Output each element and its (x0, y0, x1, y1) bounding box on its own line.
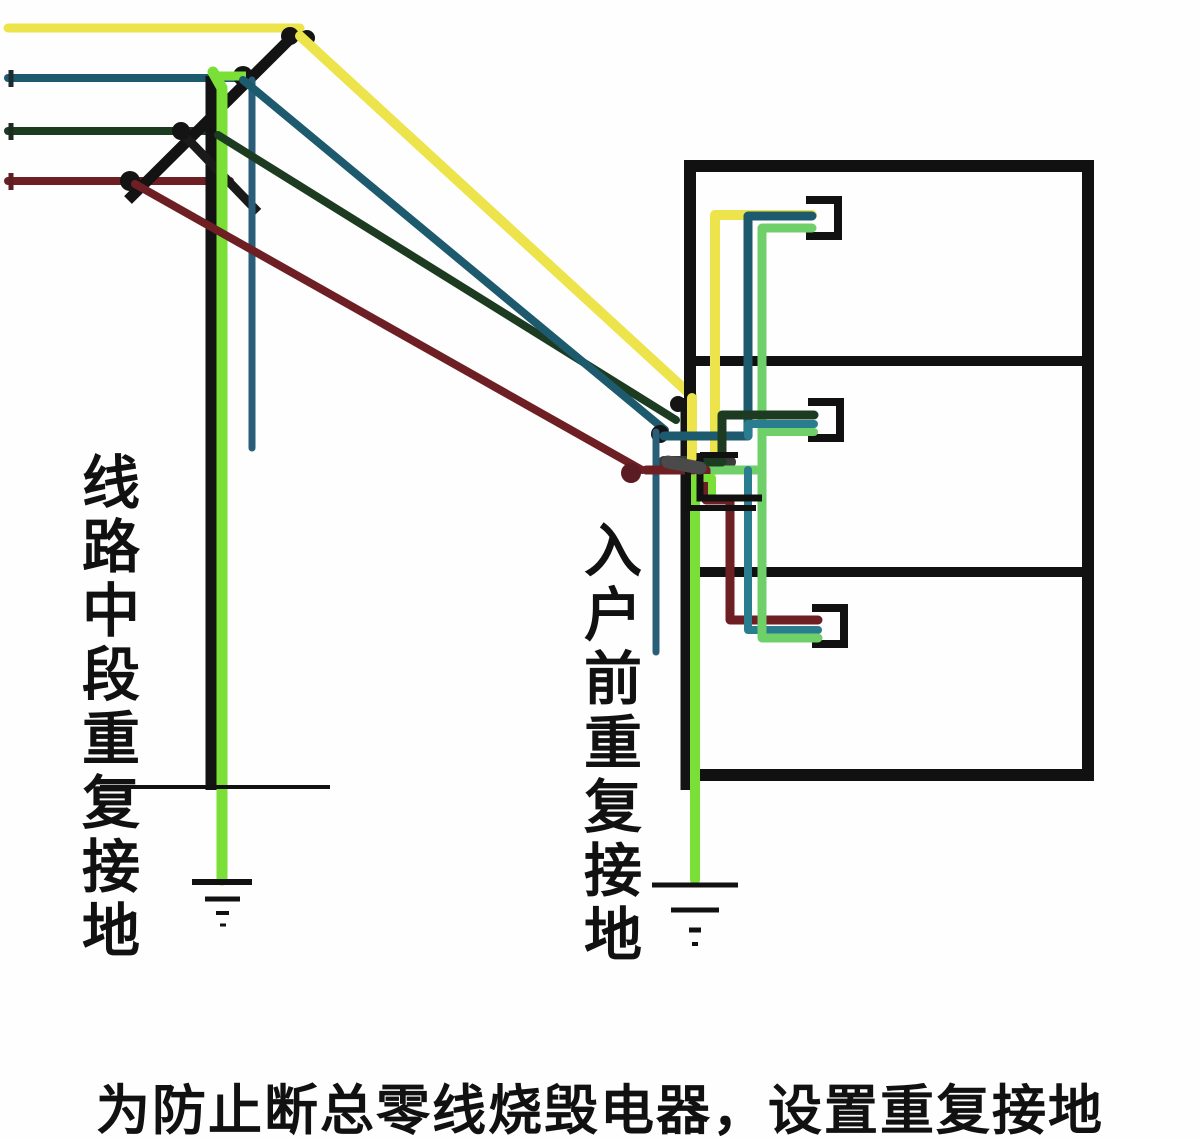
meter-boxes-group (806, 196, 848, 648)
right-ground-wire-group (652, 460, 738, 946)
riser-wires-group (641, 210, 823, 643)
riser-wire-blue-floor1 (744, 466, 822, 634)
right-insulator-red (621, 463, 641, 483)
riser-wire-green-floor1 (757, 465, 823, 643)
riser-wire-green-floor2 (695, 410, 819, 467)
left-pole-crossarm (124, 29, 300, 204)
riser-wire-blue-floor3 (659, 211, 817, 441)
label-mid-line-repeated-grounding: 线路中段重复接地 (73, 452, 138, 964)
span-wire-yellow (295, 31, 697, 401)
right-insulator-yellow (670, 396, 686, 412)
riser-wire-red-floor1 (641, 465, 823, 625)
span-wire-blue (239, 76, 669, 434)
span-wires-group (131, 31, 697, 474)
span-wire-red (131, 180, 646, 474)
service-drop-bracket (661, 455, 707, 475)
left-insulator-green (172, 122, 190, 140)
riser-wire-blue-floor2 (744, 420, 818, 440)
diagram-caption: 为防止断总零线烧毁电器，设置重复接地 (96, 1081, 1104, 1138)
riser-wire-green-floor3 (695, 223, 817, 475)
label-before-entry-repeated-grounding: 入户前重复接地 (575, 520, 640, 968)
left-insulator-yellow (281, 27, 299, 45)
left-ground-wire-group (100, 66, 330, 927)
meter-box-floor1[interactable] (812, 604, 848, 648)
meter-box-floor2[interactable] (808, 398, 844, 442)
meter-box-floor3[interactable] (806, 196, 842, 240)
service-box-outline-lower (685, 470, 756, 511)
service-junction-group (661, 452, 762, 511)
incoming-lines-group (3, 23, 305, 190)
